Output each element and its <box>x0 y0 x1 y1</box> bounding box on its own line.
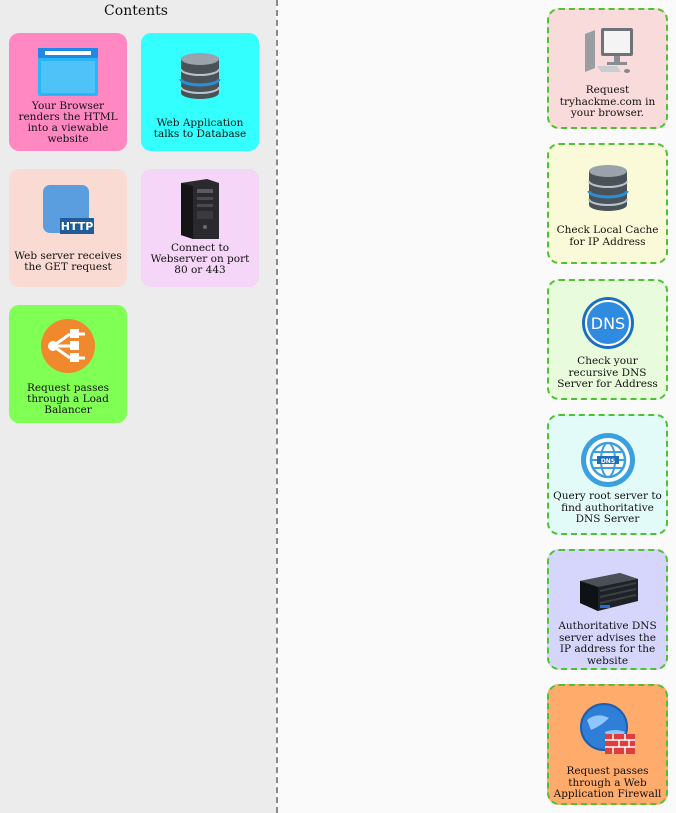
card-label: Web Application talks to Database <box>153 117 247 140</box>
database-icon <box>587 163 629 217</box>
palette-card-browser-renders[interactable]: Your Browser renders the HTML into a vie… <box>9 33 127 151</box>
browser-window-icon <box>37 47 99 101</box>
card-label: Web server receives the GET request <box>14 250 122 273</box>
palette-card-webserver-get[interactable]: HTTP Web server receives the GET request <box>9 169 127 287</box>
flow-step-waf[interactable]: Request passes through a Web Application… <box>547 684 668 805</box>
http-icon: HTTP <box>42 183 94 241</box>
computer-icon <box>581 24 635 80</box>
flow-step-label: Query root server to find authoritative … <box>553 490 662 525</box>
flow-step-request-browser[interactable]: Request tryhackme.com in your browser. <box>547 8 668 129</box>
dns-globe-icon: DNS <box>580 432 636 492</box>
flow-step-label: Check Local Cache for IP Address <box>556 224 659 248</box>
flow-step-query-root[interactable]: DNS Query root server to find authoritat… <box>547 414 668 535</box>
flow-step-label: Authoritative DNS server advises the IP … <box>558 620 657 667</box>
load-balancer-icon <box>40 318 96 378</box>
flow-step-authoritative-dns[interactable]: Authoritative DNS server advises the IP … <box>547 549 668 670</box>
flow-step-label: Request tryhackme.com in your browser. <box>559 84 656 119</box>
panel-title: Contents <box>104 3 168 19</box>
card-label: Request passes through a Load Balancer <box>26 382 110 416</box>
palette-card-load-balancer[interactable]: Request passes through a Load Balancer <box>9 305 127 423</box>
svg-text:HTTP: HTTP <box>61 220 94 233</box>
card-label: Your Browser renders the HTML into a vie… <box>18 100 118 145</box>
server-tower-icon <box>177 177 223 245</box>
svg-text:DNS: DNS <box>600 458 614 465</box>
flow-step-label: Request passes through a Web Application… <box>553 765 662 800</box>
rack-server-icon <box>576 571 640 621</box>
card-label: Connect to Webserver on port 80 or 443 <box>150 242 250 276</box>
palette-card-web-app-database[interactable]: Web Application talks to Database <box>141 33 259 151</box>
flow-step-local-cache[interactable]: Check Local Cache for IP Address <box>547 143 668 264</box>
flow-step-recursive-dns[interactable]: DNS Check your recursive DNS Server for … <box>547 279 668 400</box>
panel-divider <box>276 0 278 813</box>
database-icon <box>179 51 221 105</box>
flow-step-label: Check your recursive DNS Server for Addr… <box>557 355 658 390</box>
palette-card-connect-webserver[interactable]: Connect to Webserver on port 80 or 443 <box>141 169 259 287</box>
dns-icon: DNS <box>581 296 635 354</box>
web-firewall-icon <box>579 702 637 760</box>
svg-text:DNS: DNS <box>590 314 624 333</box>
